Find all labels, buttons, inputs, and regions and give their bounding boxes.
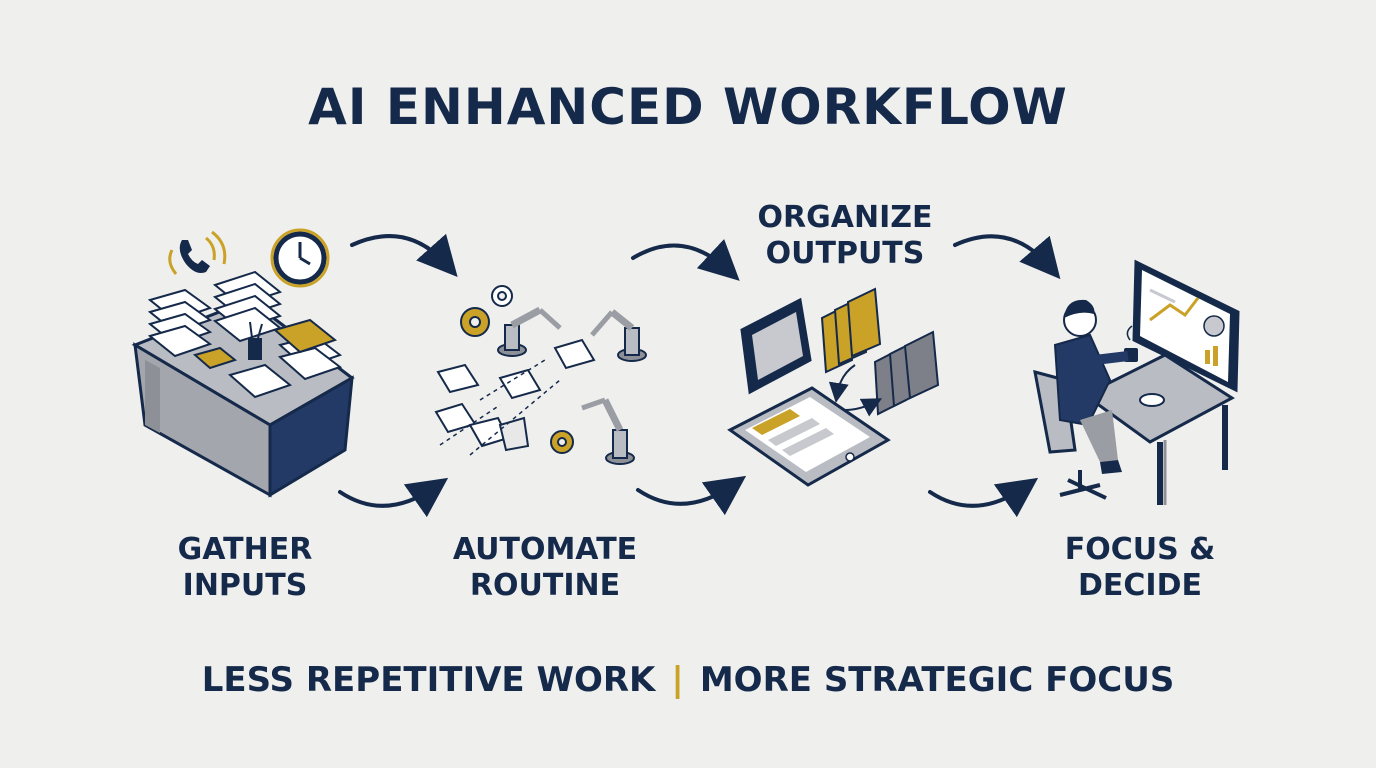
footer-separator: |	[671, 660, 683, 700]
step-label-focus-decide: FOCUS & DECIDE	[1020, 532, 1260, 604]
step-label-line: GATHER	[130, 532, 360, 568]
tablet-document-icon	[730, 388, 888, 485]
step-label-line: OUTPUTS	[720, 236, 970, 272]
clock-icon	[272, 230, 328, 286]
phone-icon	[170, 232, 225, 274]
footer-tagline: LESS REPETITIVE WORK | MORE STRATEGIC FOCU…	[0, 660, 1376, 700]
step-label-line: DECIDE	[1020, 568, 1260, 604]
step-label-organize-outputs: ORGANIZE OUTPUTS	[720, 200, 970, 272]
step-label-line: ORGANIZE	[720, 200, 970, 236]
desk-papers-icon	[135, 272, 352, 495]
step-label-gather-inputs: GATHER INPUTS	[130, 532, 360, 604]
folder-icon	[822, 289, 938, 414]
footer-left-text: LESS REPETITIVE WORK	[202, 660, 656, 700]
automation-icon	[436, 286, 646, 464]
step-label-line: AUTOMATE	[420, 532, 670, 568]
step-label-line: ROUTINE	[420, 568, 670, 604]
tablet-icon	[742, 300, 810, 392]
footer-right-text: MORE STRATEGIC FOCUS	[700, 660, 1174, 700]
step-label-line: FOCUS &	[1020, 532, 1260, 568]
step-label-automate-routine: AUTOMATE ROUTINE	[420, 532, 670, 604]
step-label-line: INPUTS	[130, 568, 360, 604]
